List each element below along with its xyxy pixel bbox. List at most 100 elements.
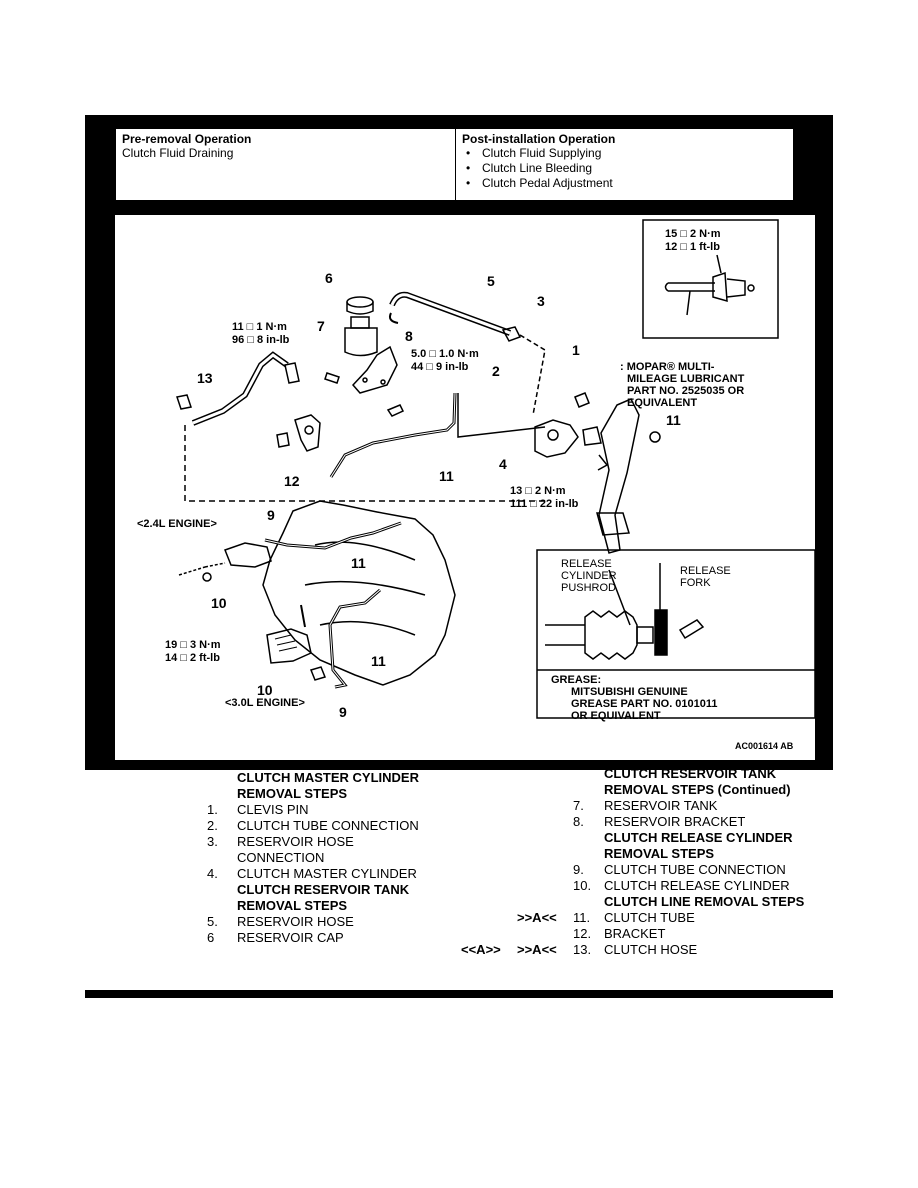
transaxle-outline bbox=[262, 500, 456, 686]
torque-11-ftlb: 12 □ 1 ft-lb bbox=[665, 241, 720, 253]
left-step-text: CONNECTION bbox=[237, 850, 325, 865]
left-step-number: 1. bbox=[207, 802, 218, 817]
right-step-number: 8. bbox=[573, 814, 584, 829]
engine-label-24: <2.4L ENGINE> bbox=[137, 518, 217, 530]
callout-4: 4 bbox=[499, 456, 507, 472]
master-cylinder bbox=[534, 419, 579, 458]
right-step-heading: REMOVAL STEPS (Continued) bbox=[604, 782, 791, 797]
right-step-mark-a: <<A>> bbox=[461, 942, 501, 957]
torque-8-inlb: 44 □ 9 in-lb bbox=[411, 361, 469, 373]
tube-bracket bbox=[294, 414, 321, 452]
left-step-heading: CLUTCH MASTER CYLINDER bbox=[237, 770, 419, 785]
release-fork-label-1: RELEASE bbox=[680, 565, 731, 577]
release-cylinder-label-3: PUSHROD bbox=[561, 582, 617, 594]
pre-removal-item: Clutch Fluid Draining bbox=[122, 146, 234, 160]
reservoir-bracket bbox=[351, 345, 398, 394]
right-step-text: RESERVOIR BRACKET bbox=[604, 814, 746, 829]
post-installation-column: Post-installation Operation Clutch Fluid… bbox=[456, 129, 793, 200]
bracket-nut bbox=[386, 404, 405, 417]
fitting-inset-box bbox=[642, 219, 779, 339]
release-cylinder-30 bbox=[266, 628, 312, 664]
grease-label-3: GREASE PART NO. 0101011 bbox=[571, 698, 718, 710]
release-cylinder-label-1: RELEASE bbox=[561, 558, 612, 570]
callout-11-lower: 11 bbox=[371, 653, 386, 669]
grease-label-2: MITSUBISHI GENUINE bbox=[571, 686, 688, 698]
right-step-heading: CLUTCH LINE REMOVAL STEPS bbox=[604, 894, 805, 909]
lubricant-note-4: EQUIVALENT bbox=[627, 397, 698, 409]
right-step-number: 12. bbox=[573, 926, 592, 941]
right-step-number: 7. bbox=[573, 798, 584, 813]
list-item: Clutch Fluid Supplying bbox=[462, 146, 787, 161]
right-step-text: CLUTCH HOSE bbox=[604, 942, 698, 957]
callout-7: 7 bbox=[317, 318, 325, 334]
boot bbox=[584, 610, 638, 660]
pre-removal-column: Pre-removal Operation Clutch Fluid Drain… bbox=[116, 129, 456, 200]
diagram-drawing bbox=[176, 219, 815, 719]
right-step-number: 10. bbox=[573, 878, 592, 893]
release-fork bbox=[654, 609, 668, 656]
left-step-text: CLEVIS PIN bbox=[237, 802, 309, 817]
callout-9-lower: 9 bbox=[339, 704, 347, 720]
torque-10-ftlb: 14 □ 2 ft-lb bbox=[165, 652, 220, 664]
callout-8: 8 bbox=[405, 328, 413, 344]
callout-6: 6 bbox=[325, 270, 333, 286]
left-step-number: 6 bbox=[207, 930, 215, 945]
lubricant-note-2: MILEAGE LUBRICANT bbox=[627, 373, 745, 385]
callout-3: 3 bbox=[537, 293, 545, 309]
right-step-number: 11. bbox=[573, 910, 591, 925]
right-step-text: CLUTCH RELEASE CYLINDER bbox=[604, 878, 790, 893]
left-step-number: 2. bbox=[207, 818, 218, 833]
torque-7-nm: 11 □ 1 N·m bbox=[232, 321, 287, 333]
callout-13: 13 bbox=[197, 370, 213, 386]
right-step-mark-b: >>A<< bbox=[517, 942, 557, 957]
grease-label-1: GREASE: bbox=[551, 674, 602, 686]
callout-10-upper: 10 bbox=[211, 595, 227, 611]
reservoir-tank bbox=[344, 327, 378, 357]
left-step-number: 4. bbox=[207, 866, 218, 881]
callout-11-mid: 11 bbox=[351, 555, 366, 571]
callout-2: 2 bbox=[492, 363, 500, 379]
callout-11-upper: 11 bbox=[439, 468, 454, 484]
callout-5: 5 bbox=[487, 273, 495, 289]
right-step-text: CLUTCH TUBE CONNECTION bbox=[604, 862, 786, 877]
left-step-heading: REMOVAL STEPS bbox=[237, 786, 348, 801]
clutch-pedal bbox=[598, 398, 640, 554]
reservoir-cap bbox=[346, 296, 374, 308]
callout-12: 12 bbox=[284, 473, 300, 489]
callout-11-inset: 11 bbox=[666, 412, 681, 428]
operation-table: Pre-removal Operation Clutch Fluid Drain… bbox=[115, 128, 794, 201]
release-fork-label-2: FORK bbox=[680, 577, 711, 589]
right-step-text: CLUTCH TUBE bbox=[604, 910, 695, 925]
fitting-body bbox=[726, 278, 746, 298]
lubricant-note-1: : MOPAR® MULTI- bbox=[620, 361, 715, 373]
left-step-text: CLUTCH MASTER CYLINDER bbox=[237, 866, 417, 881]
fitting-tip bbox=[747, 284, 755, 292]
torque-11-nm: 15 □ 2 N·m bbox=[665, 228, 721, 240]
clevis-pin bbox=[574, 392, 590, 408]
left-step-number: 3. bbox=[207, 834, 218, 849]
fitting-tube bbox=[664, 282, 715, 292]
exploded-diagram: 6 7 8 5 3 1 2 13 12 11 4 11 9 11 10 11 1… bbox=[115, 215, 815, 760]
release-cylinder-24 bbox=[224, 542, 272, 568]
release-inset-box bbox=[536, 549, 815, 719]
right-step-text: RESERVOIR TANK bbox=[604, 798, 718, 813]
post-installation-list: Clutch Fluid Supplying Clutch Line Bleed… bbox=[462, 146, 787, 191]
left-step-heading: CLUTCH RESERVOIR TANK bbox=[237, 882, 410, 897]
list-item: Clutch Line Bleeding bbox=[462, 161, 787, 176]
right-step-mark-b: >>A<< bbox=[517, 910, 557, 925]
left-step-text: RESERVOIR CAP bbox=[237, 930, 344, 945]
right-step-number: 9. bbox=[573, 862, 584, 877]
torque-4-nm: 13 □ 2 N·m bbox=[510, 485, 566, 497]
right-step-number: 13. bbox=[573, 942, 592, 957]
hose-clamp bbox=[501, 326, 522, 342]
right-step-text: BRACKET bbox=[604, 926, 666, 941]
torque-7-inlb: 96 □ 8 in-lb bbox=[232, 334, 290, 346]
bracket-bolt bbox=[324, 372, 340, 384]
callout-1: 1 bbox=[572, 342, 580, 358]
callout-10-lower: 10 bbox=[257, 682, 273, 698]
left-step-heading: REMOVAL STEPS bbox=[237, 898, 348, 913]
torque-8-nm: 5.0 □ 1.0 N·m bbox=[411, 348, 479, 360]
reservoir-neck bbox=[350, 316, 370, 329]
fitting-nut bbox=[712, 271, 728, 303]
